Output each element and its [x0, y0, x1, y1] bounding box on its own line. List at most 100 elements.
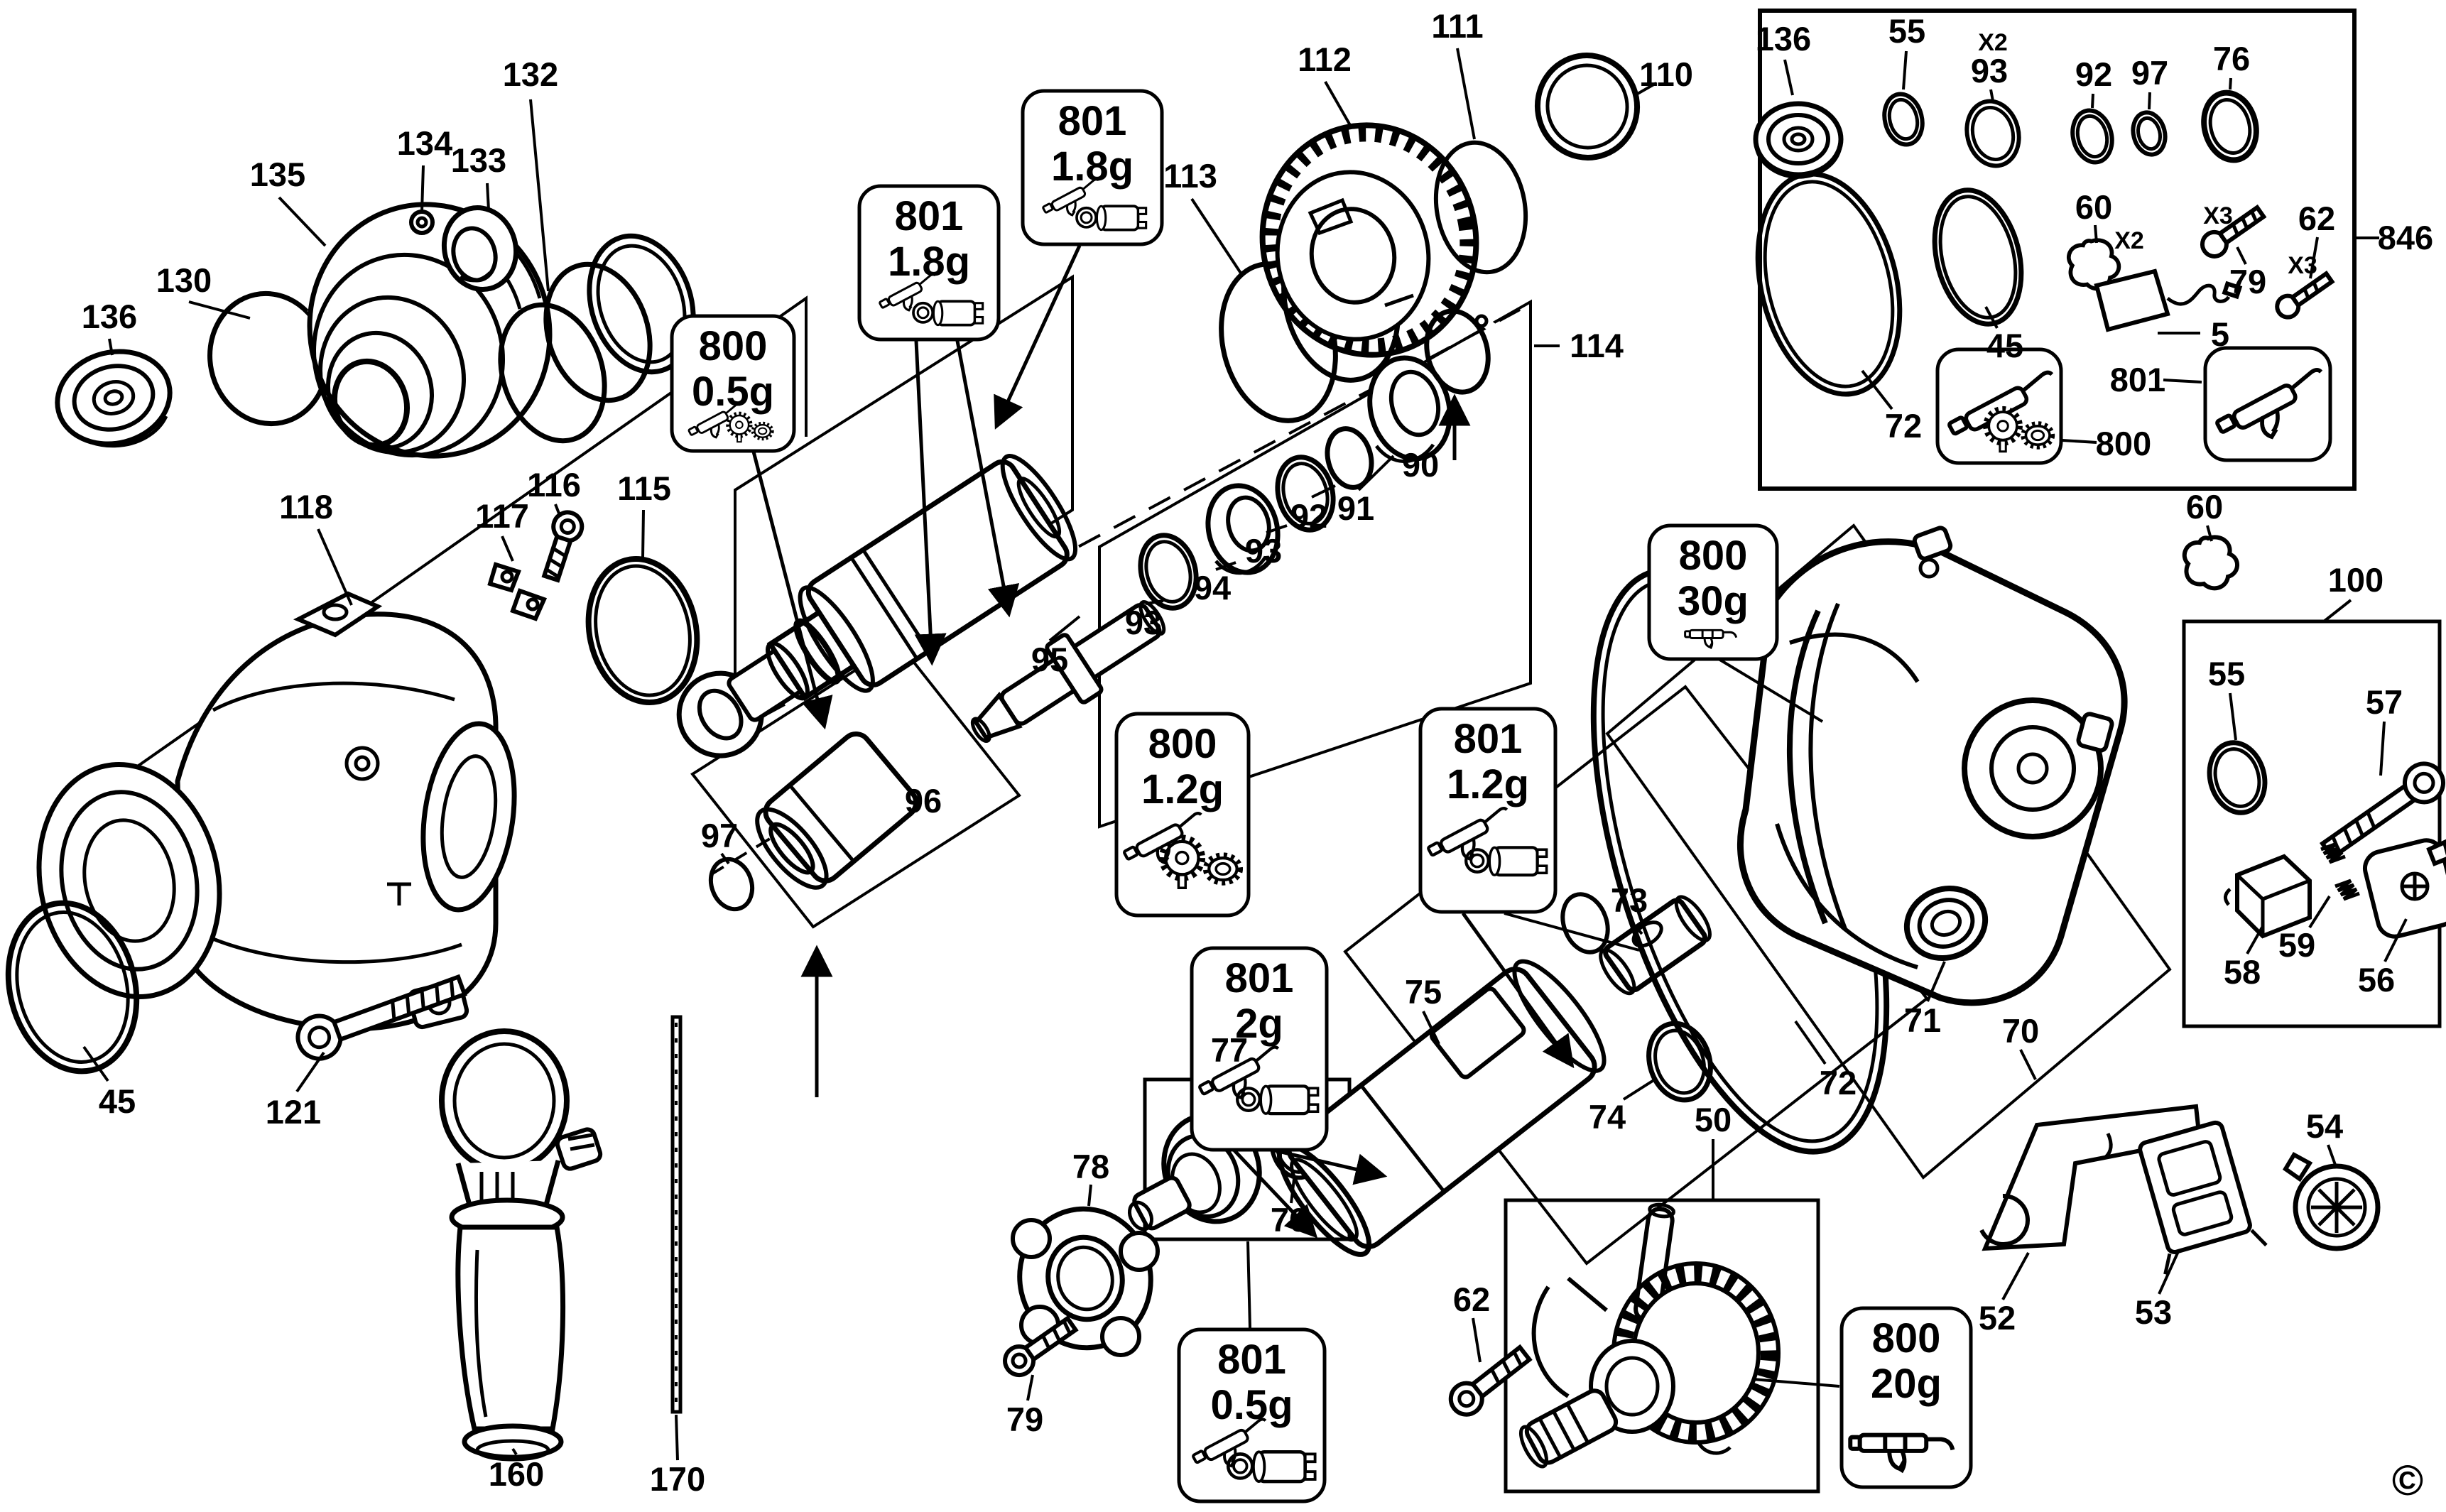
part-label-92: 92 — [1290, 497, 1327, 535]
part-label-95: 95 — [1031, 641, 1068, 678]
part-label-118: 118 — [279, 488, 333, 526]
part-label-93: 93 — [1125, 604, 1162, 641]
part-label-79: 79 — [1006, 1400, 1043, 1438]
washer-94-drawing — [1205, 483, 1281, 575]
part-label-114: 114 — [1570, 327, 1624, 364]
screw-62-drawing — [1448, 1344, 1533, 1417]
leader-line — [2019, 1049, 2037, 1080]
gun-parts-icon — [1466, 847, 1546, 875]
part-label-160: 160 — [489, 1455, 544, 1493]
leader-line — [1026, 1374, 1034, 1401]
leader-line — [501, 535, 514, 562]
leader-line — [529, 99, 550, 292]
part-label-73: 73 — [1611, 881, 1648, 919]
leader-line — [1266, 524, 1288, 534]
part-label-72: 72 — [1820, 1064, 1857, 1102]
leader-line — [1456, 48, 1476, 140]
part-label-76: 76 — [1271, 1201, 1308, 1239]
leader-line — [675, 1414, 679, 1461]
leader-line — [2327, 1144, 2337, 1165]
part-label-110: 110 — [1639, 55, 1693, 93]
leader-line — [2246, 925, 2264, 954]
part-label-59: 59 — [2278, 926, 2315, 964]
crank-gear-50-drawing — [1518, 1202, 1781, 1469]
leader-line — [1190, 197, 1243, 276]
leader-line — [1357, 455, 1395, 491]
part-label-115: 115 — [617, 469, 671, 507]
leader-line — [1794, 1020, 1827, 1065]
leader-line — [2158, 1249, 2180, 1295]
o-ring-45-drawing — [5, 900, 140, 1075]
gun-parts-icon — [1237, 1086, 1317, 1114]
leader-line — [278, 196, 327, 247]
part-label-53: 53 — [2135, 1293, 2172, 1331]
part-label-135: 135 — [250, 156, 305, 193]
leader-line — [554, 504, 562, 518]
leader-line — [1984, 306, 1999, 329]
cylinder-96-drawing — [755, 731, 919, 890]
part-label-57: 57 — [2366, 683, 2403, 721]
ring-110-drawing — [1534, 53, 1641, 161]
part-label-112: 112 — [1298, 40, 1352, 78]
part-label-113: 113 — [1163, 157, 1217, 195]
screw-116-drawing — [541, 510, 585, 583]
gun-parts-icon — [1228, 1452, 1315, 1481]
leader-line — [511, 1447, 518, 1456]
panel-cylinder-96 — [690, 641, 1021, 929]
leader-line — [2229, 692, 2237, 741]
clip-60-drawing — [2185, 537, 2237, 588]
bearing-136-drawing — [55, 349, 173, 448]
leader-line — [2206, 525, 2213, 542]
part-label-62: 62 — [1453, 1280, 1490, 1318]
part-label-801: 801 — [2110, 361, 2165, 398]
part-label-846: 846 — [2378, 219, 2433, 256]
callout-box — [1647, 523, 1779, 661]
leader-line — [295, 1051, 325, 1093]
grease-callout-boxes: 8000.5g8011.8g8011.8g8001.2g8011.2g8012g… — [670, 89, 2332, 1503]
leader-line — [2091, 93, 2094, 109]
leader-line — [1989, 89, 1994, 102]
striker-95-drawing — [970, 600, 1166, 743]
leader-line — [188, 300, 251, 320]
brush-cap-56-drawing — [2362, 838, 2446, 939]
motor-housing-70-drawing — [1737, 526, 2128, 1006]
o-ring-55-drawing — [2207, 740, 2268, 815]
kit-ring-55-drawing — [1882, 92, 1925, 147]
leader-line — [2322, 599, 2352, 623]
knob-54-drawing — [2282, 1151, 2381, 1251]
leader-line — [1215, 561, 1236, 571]
leader-line — [2094, 224, 2098, 244]
leader-line — [2379, 721, 2386, 776]
part-label-5: 5 — [2211, 315, 2229, 353]
part-label-800: 800 — [2096, 425, 2151, 462]
part-label-121: 121 — [266, 1093, 321, 1131]
part-label-60: 60 — [2075, 188, 2112, 226]
quantity-label: X3 — [2288, 252, 2317, 279]
leader-line — [1422, 1011, 1440, 1045]
leader-line — [720, 852, 730, 865]
kit-bearing-136-drawing — [1753, 101, 1844, 179]
circlip-90-drawing — [1424, 308, 1496, 395]
leader-line — [1622, 1078, 1656, 1101]
part-label-70: 70 — [2002, 1012, 2039, 1050]
leader-line — [1636, 82, 1657, 96]
callout-code: 801 — [1454, 716, 1523, 762]
bearing-71-drawing — [1903, 885, 1989, 962]
springs-59-drawing — [2320, 842, 2360, 901]
gear-housing-118-drawing — [36, 591, 517, 1032]
quantity-label: X2 — [2114, 227, 2144, 254]
part-label-96: 96 — [905, 782, 942, 820]
leader-line — [1926, 961, 1946, 1002]
part-label-58: 58 — [2224, 953, 2261, 991]
gear-box-50 — [1504, 1198, 1820, 1494]
part-label-55: 55 — [2208, 655, 2245, 692]
kit-o-ring-45-drawing — [1932, 187, 2024, 327]
callout-amount: 1.2g — [1447, 761, 1529, 807]
